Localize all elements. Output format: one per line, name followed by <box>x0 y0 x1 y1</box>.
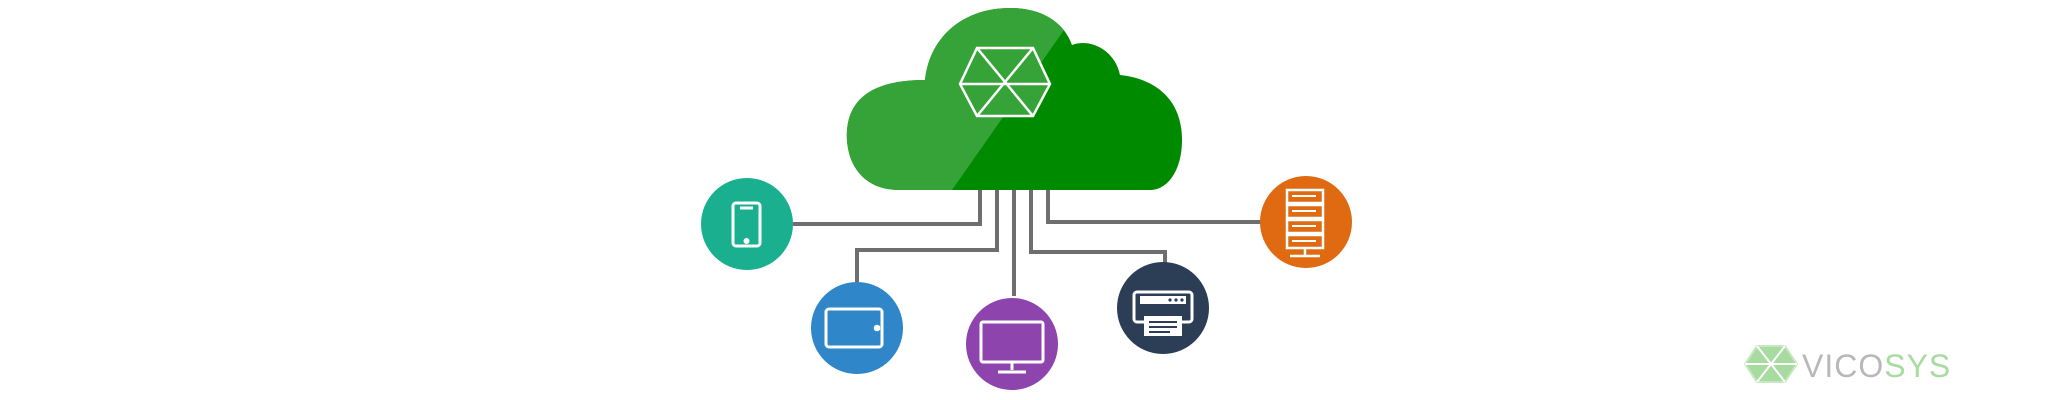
smartphone-icon <box>731 201 762 248</box>
brand-hexagon-icon <box>1743 345 1799 383</box>
cloud-logo-icon <box>958 46 1052 118</box>
brand-logo: VICOSYS <box>1743 345 1951 384</box>
device-tablet <box>811 282 903 374</box>
device-phone <box>701 178 793 270</box>
device-server <box>1260 176 1352 268</box>
tablet-icon <box>824 307 884 349</box>
phone-circle <box>701 178 793 270</box>
server-icon <box>1285 188 1325 258</box>
tablet-circle <box>811 282 903 374</box>
monitor-icon <box>979 320 1045 374</box>
printer-circle <box>1117 262 1209 354</box>
device-printer <box>1117 262 1209 354</box>
brand-part2: SYS <box>1884 348 1951 384</box>
brand-part1: VICO <box>1802 348 1884 384</box>
device-monitor <box>966 298 1058 390</box>
printer-icon <box>1132 290 1194 336</box>
server-circle <box>1260 176 1352 268</box>
connector-phone <box>793 190 982 226</box>
brand-wordmark: VICOSYS <box>1802 348 1951 384</box>
connector-printer <box>1029 190 1167 266</box>
connector-server <box>1046 190 1262 224</box>
connector-tablet <box>855 190 999 282</box>
connector-lines <box>793 190 1262 296</box>
